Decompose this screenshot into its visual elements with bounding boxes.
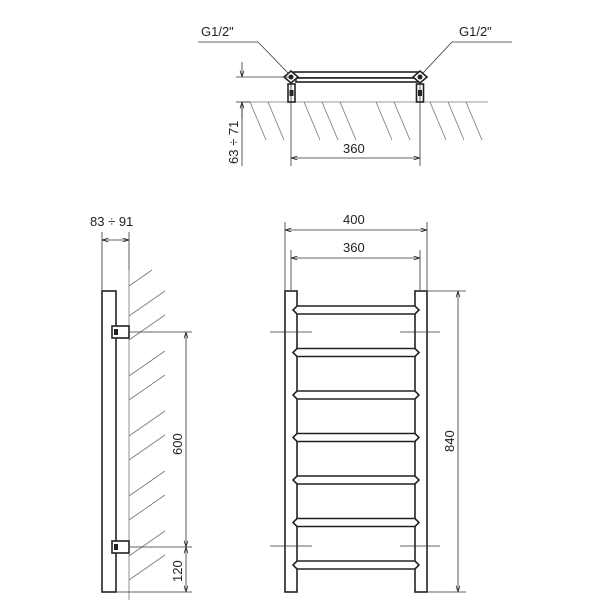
- bracket-spacing-label: 600: [170, 433, 185, 455]
- front-rung: [291, 517, 421, 528]
- overall-width-label: 400: [343, 212, 365, 227]
- left-valve-icon: [282, 69, 300, 103]
- front-rung: [291, 390, 421, 400]
- front-rung: [291, 432, 421, 443]
- side-bottom-bracket-icon: [111, 540, 130, 554]
- overall-height-label: 840: [442, 430, 457, 452]
- front-rung: [291, 305, 421, 315]
- left-leader-diagonal: [257, 41, 290, 75]
- side-top-bracket-icon: [111, 325, 130, 339]
- connection-center-marks: [270, 331, 440, 547]
- front-rung: [291, 475, 421, 485]
- bottom-offset-label: 120: [170, 560, 185, 582]
- top-view-rail-lower: [295, 77, 419, 83]
- side-view: 83 ÷ 91 600 120: [90, 214, 192, 600]
- right-inlet-label: G1/2": [459, 24, 492, 39]
- top-view-rail: [293, 71, 421, 79]
- wall-offset-label: 63 ÷ 71: [226, 121, 241, 164]
- depth-label: 83 ÷ 91: [90, 214, 133, 229]
- top-view: G1/2" G1/2" 63 ÷ 71 360: [198, 24, 512, 166]
- front-connection-spacing-label: 360: [343, 240, 365, 255]
- front-left-column: [284, 290, 298, 593]
- front-rung: [291, 560, 421, 570]
- side-view-wall-hatch: [128, 269, 166, 581]
- right-leader-diagonal: [421, 41, 453, 75]
- top-connection-spacing-label: 360: [343, 141, 365, 156]
- top-view-wall-hatch: [249, 101, 483, 141]
- front-rungs: [291, 305, 421, 570]
- front-view: 400 360 840: [270, 212, 466, 593]
- front-rung: [291, 347, 421, 358]
- left-inlet-label: G1/2": [201, 24, 234, 39]
- front-right-column: [414, 290, 428, 593]
- side-view-radiator-profile: [101, 290, 117, 593]
